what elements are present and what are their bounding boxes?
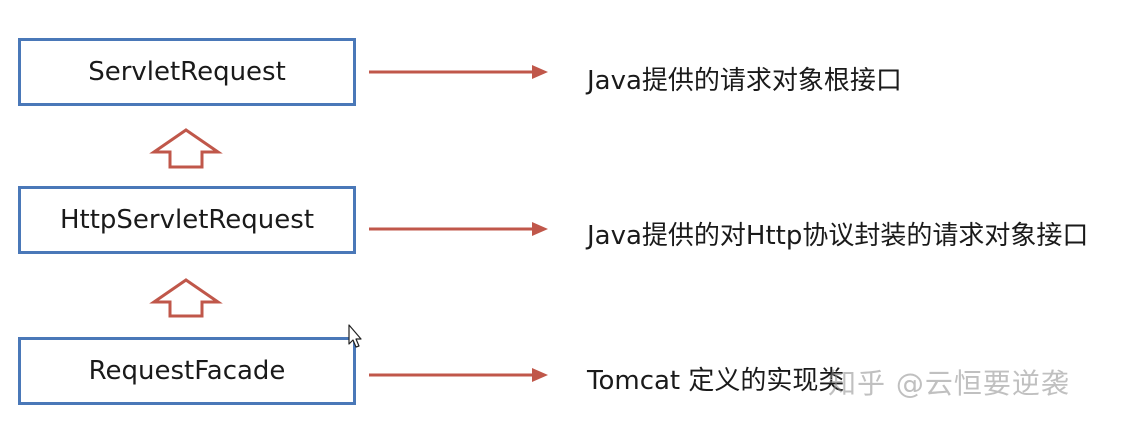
inheritance-arrow-lower — [149, 278, 223, 318]
mouse-cursor-icon — [348, 324, 362, 348]
servlet-request-label: ServletRequest — [88, 57, 286, 87]
right-arrow-3 — [369, 368, 548, 382]
right-arrow-1 — [369, 65, 548, 79]
http-servlet-request-label: HttpServletRequest — [59, 205, 315, 235]
http-servlet-request-box: HttpServletRequest — [18, 186, 356, 254]
request-facade-label: RequestFacade — [88, 356, 286, 386]
description-servlet-request: Java提供的请求对象根接口 — [587, 66, 902, 96]
watermark: 知乎 @云恒要逆袭 — [828, 367, 1070, 400]
servlet-request-box: ServletRequest — [18, 38, 356, 106]
description-http-servlet-request: Java提供的对Http协议封装的请求对象接口 — [587, 221, 1089, 251]
description-request-facade: Tomcat 定义的实现类 — [587, 366, 845, 396]
inheritance-arrow-upper — [149, 128, 223, 169]
right-arrow-2 — [369, 222, 548, 236]
request-facade-box: RequestFacade — [18, 337, 356, 405]
